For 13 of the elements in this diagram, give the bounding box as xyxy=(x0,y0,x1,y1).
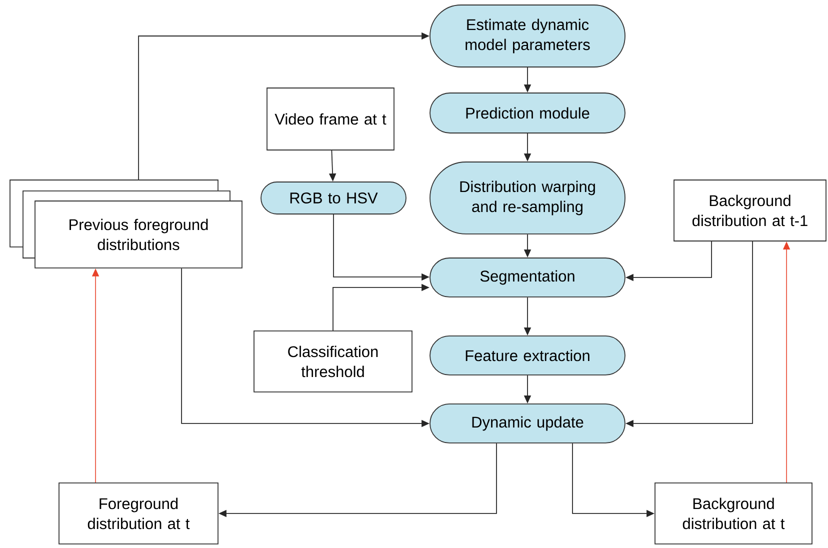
data-box: Foreground distribution at t xyxy=(58,482,218,544)
process-box: Segmentation xyxy=(430,258,626,298)
stacked-data-box: Previous foreground distributions xyxy=(10,180,242,268)
process-box: Dynamic update xyxy=(430,404,626,444)
data-box: Classification threshold xyxy=(254,330,412,392)
process-box: RGB to HSV xyxy=(260,182,406,214)
process-box: Distribution warping and re-sampling xyxy=(430,162,626,234)
data-box: Video frame at t xyxy=(266,88,394,150)
process-box: Estimate dynamic model parameters xyxy=(430,4,626,68)
data-box: Background distribution at t-1 xyxy=(674,180,826,242)
data-box: Background distribution at t xyxy=(654,482,812,544)
process-box: Prediction module xyxy=(430,92,626,134)
process-box: Feature extraction xyxy=(430,336,626,376)
